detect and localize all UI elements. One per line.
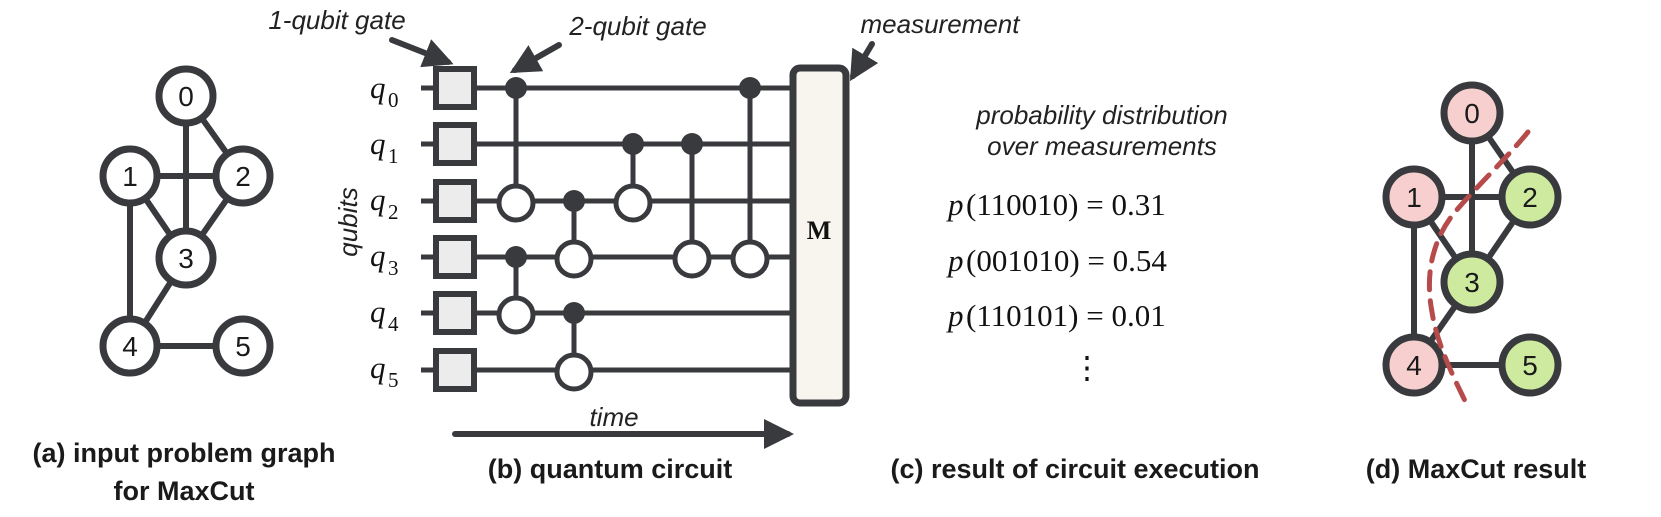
measure-symbol: M	[807, 216, 832, 245]
graph-d-node-3: 3	[1440, 250, 1504, 314]
panel-b-quantum-circuit: 1-qubit gate 2-qubit gate measurement qu…	[268, 5, 1021, 484]
qubit-symbol: q	[370, 294, 386, 329]
qubit-index: 2	[388, 200, 399, 224]
graph-d-edges	[1411, 110, 1533, 368]
prob-symbol: p	[946, 243, 964, 278]
qubits-axis-label: qubits	[333, 187, 363, 256]
panel-c-circuit-result: probability distribution over measuremen…	[890, 100, 1259, 484]
panel-d-maxcut-result: 0 1 2 3 4 5 (d) MaxCut result	[1366, 81, 1587, 484]
node-label: 0	[178, 81, 194, 112]
gate-q4	[433, 291, 477, 335]
qubit-symbol: q	[370, 238, 386, 273]
prob-symbol: p	[946, 298, 964, 333]
time-label: time	[589, 402, 638, 432]
qubit-index: 3	[388, 256, 399, 280]
graph-d-node-0: 0	[1440, 81, 1504, 145]
node-label: 5	[235, 331, 251, 362]
node-label: 2	[1522, 182, 1538, 213]
prob-row-2: p (110101) = 0.01	[946, 298, 1166, 333]
qubit-index: 4	[388, 312, 399, 336]
graph-a-node-1: 1	[99, 145, 161, 207]
two-qubit-gates	[496, 77, 770, 392]
graph-a-node-3: 3	[155, 227, 217, 289]
cgate-q1-q3	[672, 133, 712, 279]
qubit-wires	[421, 85, 793, 373]
qubit-index: 0	[388, 88, 399, 112]
graph-d-node-2: 2	[1498, 165, 1562, 229]
prob-expression: (110010) = 0.31	[966, 187, 1166, 222]
node-label: 0	[1464, 98, 1480, 129]
caption-a-line2: for MaxCut	[114, 476, 255, 506]
node-label: 5	[1522, 350, 1538, 381]
cut-line	[1426, 129, 1531, 408]
node-label: 1	[1406, 182, 1422, 213]
graph-a-node-2: 2	[212, 145, 274, 207]
node-label: 1	[122, 161, 138, 192]
gate-q1	[433, 122, 477, 166]
node-label: 2	[235, 161, 251, 192]
node-label: 3	[178, 243, 194, 274]
measurement-block: M	[789, 64, 850, 407]
qubit-label-3: q 3	[370, 238, 399, 280]
qubit-symbol: q	[370, 126, 386, 161]
gate-q3	[433, 235, 477, 279]
measurement-arrow	[849, 41, 879, 82]
qubit-label-0: q 0	[370, 70, 399, 112]
qubit-index: 1	[388, 144, 399, 168]
graph-d-node-1: 1	[1382, 165, 1446, 229]
graph-a-node-4: 4	[99, 315, 161, 377]
node-label: 4	[1406, 350, 1422, 381]
qubit-index: 5	[388, 368, 399, 392]
prob-expression: (001010) = 0.54	[966, 243, 1167, 278]
cgate-q3-q4	[496, 246, 536, 335]
cgate-q2-q3	[554, 190, 594, 279]
gate-q2	[433, 179, 477, 223]
caption-a-line1: (a) input problem graph	[33, 438, 336, 468]
one-qubit-gate-arrow	[389, 37, 454, 68]
two-qubit-gate-arrow	[509, 42, 562, 73]
prob-row-1: p (001010) = 0.54	[946, 243, 1167, 278]
graph-d-node-4: 4	[1382, 333, 1446, 397]
qubit-symbol: q	[370, 70, 386, 105]
prob-row-0: p (110010) = 0.31	[946, 187, 1166, 222]
node-label: 4	[122, 331, 138, 362]
graph-a-node-0: 0	[155, 65, 217, 127]
qubit-symbol: q	[370, 182, 386, 217]
panel-a-input-graph: 0 1 2 3 4 5 (a) input problem graph for …	[33, 65, 336, 506]
qubit-label-2: q 2	[370, 182, 399, 224]
graph-d-node-5: 5	[1498, 333, 1562, 397]
caption-b: (b) quantum circuit	[488, 454, 733, 484]
cgate-q4-q5	[554, 302, 594, 392]
graph-a-edges	[127, 93, 246, 349]
prob-expression: (110101) = 0.01	[966, 298, 1166, 333]
gate-q5	[433, 348, 477, 392]
node-label: 3	[1464, 267, 1480, 298]
qubit-symbol: q	[370, 350, 386, 385]
graph-a-node-5: 5	[212, 315, 274, 377]
prob-symbol: p	[946, 187, 964, 222]
cgate-q0-q3	[730, 77, 770, 279]
one-qubit-gate-label: 1-qubit gate	[268, 5, 405, 35]
cgate-q1-q2	[613, 133, 653, 223]
cgate-q0-q2	[496, 77, 536, 223]
qubit-label-4: q 4	[370, 294, 399, 336]
prob-heading-line2: over measurements	[987, 131, 1217, 161]
caption-d: (d) MaxCut result	[1366, 454, 1587, 484]
prob-heading-line1: probability distribution	[975, 100, 1227, 130]
qubit-label-1: q 1	[370, 126, 399, 168]
caption-c: (c) result of circuit execution	[890, 454, 1259, 484]
measurement-label: measurement	[861, 9, 1022, 39]
prob-ellipsis: ⋮	[1072, 350, 1103, 385]
two-qubit-gate-label: 2-qubit gate	[568, 11, 706, 41]
gate-q0	[433, 66, 477, 110]
one-qubit-gates	[433, 66, 477, 392]
qubit-label-5: q 5	[370, 350, 399, 392]
